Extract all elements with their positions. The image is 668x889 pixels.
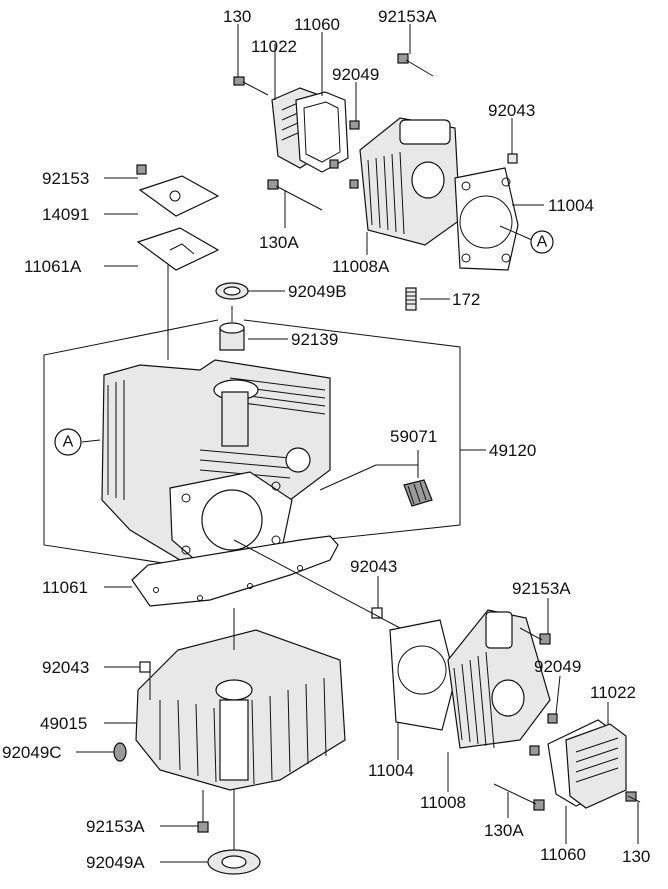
label-11061A: 11061A <box>24 257 82 276</box>
label-130-bottom: 130 <box>622 847 650 866</box>
dowel-92043-mid <box>371 607 383 619</box>
leader-lines-top <box>104 24 544 340</box>
label-92153A-bottom: 92153A <box>512 579 571 598</box>
part-labels: 130 11060 92153A 11022 92049 92043 92153… <box>2 7 650 872</box>
label-92043-mid: 92043 <box>350 557 397 576</box>
bolt-130-top <box>233 76 269 96</box>
label-59071: 59071 <box>390 427 437 446</box>
assembly-bracket-49120 <box>43 264 486 579</box>
bottom-head-assembly <box>371 607 641 811</box>
label-92049C: 92049C <box>2 743 62 762</box>
callout-a-top: A <box>530 230 554 254</box>
label-11008: 11008 <box>420 793 466 812</box>
crankcase-49120 <box>101 359 331 565</box>
label-11022-top: 11022 <box>251 37 297 56</box>
leader-lines-bottom-right <box>233 539 639 844</box>
dowel-92043-top <box>507 153 518 164</box>
dowel-92049-bottom <box>547 713 558 724</box>
gasket-11061A <box>136 227 220 271</box>
label-11022-bottom: 11022 <box>590 683 636 702</box>
bolt-92153A-top <box>397 53 434 77</box>
callout-a-left: A <box>54 428 82 456</box>
dowel-92049-top <box>349 120 360 130</box>
bolt-92153 <box>136 164 147 175</box>
label-11060-top: 11060 <box>294 15 340 34</box>
label-49120: 49120 <box>489 441 536 460</box>
top-head-assembly <box>233 53 519 311</box>
bolt-130A-bottom <box>533 799 545 811</box>
breather-59071 <box>403 479 433 507</box>
label-130-top: 130 <box>223 7 251 26</box>
label-14091: 14091 <box>42 205 89 224</box>
head-gasket-bottom <box>389 619 456 731</box>
spring-172 <box>405 287 417 311</box>
label-92049-top: 92049 <box>332 65 379 84</box>
label-11004-top: 11004 <box>548 196 594 215</box>
svg-text:A: A <box>63 434 74 451</box>
rocker-cover-bottom <box>565 723 627 809</box>
head-gasket-top <box>454 167 519 271</box>
plate-14091 <box>138 175 220 217</box>
rocker-gasket-top <box>295 91 349 173</box>
plates-left <box>136 164 220 271</box>
label-92049-bottom: 92049 <box>534 657 581 676</box>
label-92153A-top: 92153A <box>378 7 437 26</box>
label-49015: 49015 <box>40 714 87 733</box>
label-92153A-left: 92153A <box>86 817 145 836</box>
bolt-92153A-left <box>197 821 209 833</box>
label-11061: 11061 <box>42 578 88 597</box>
label-92043-top: 92043 <box>488 101 535 120</box>
leader-lines-bottom-left <box>76 608 235 863</box>
label-11060-bottom: 11060 <box>540 845 586 864</box>
label-92153: 92153 <box>42 169 89 188</box>
cylinder-head-bottom <box>447 609 551 749</box>
label-92049A: 92049A <box>86 853 145 872</box>
gasket-11061 <box>104 535 339 607</box>
label-172: 172 <box>452 290 480 309</box>
seal-92049C <box>113 742 127 762</box>
bolt-130-bottom <box>625 791 637 802</box>
svg-text:A: A <box>537 234 548 251</box>
label-92139: 92139 <box>291 330 338 349</box>
oil-pan-49015 <box>113 629 346 875</box>
plug-92043-left <box>139 661 151 673</box>
label-130A-top: 130A <box>259 233 299 252</box>
bolt-130A-top <box>267 179 323 211</box>
label-11008A: 11008A <box>332 257 390 276</box>
seals-center <box>215 282 249 351</box>
label-92043-left: 92043 <box>42 658 89 677</box>
label-11004-bottom: 11004 <box>368 761 414 780</box>
label-130A-bottom: 130A <box>484 821 524 840</box>
bolt-92153A-bottom <box>539 633 551 645</box>
label-92049B: 92049B <box>288 282 347 301</box>
